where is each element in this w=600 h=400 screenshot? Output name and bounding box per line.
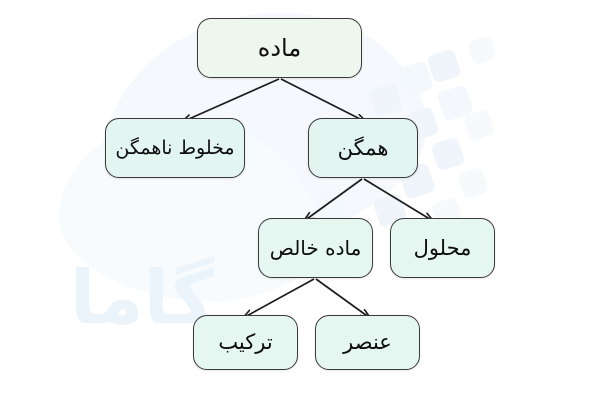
watermark-tile	[368, 82, 404, 118]
node-element[interactable]: عنصر	[315, 315, 420, 370]
node-label-pure-substance: ماده خالص	[269, 236, 362, 260]
node-solution[interactable]: محلول	[390, 218, 495, 278]
node-matter[interactable]: ماده	[197, 18, 362, 78]
node-homogeneous[interactable]: همگن	[308, 118, 418, 178]
node-label-solution: محلول	[413, 235, 472, 260]
edge-pure-compound	[243, 278, 315, 318]
edge-matter-homogeneous	[280, 78, 366, 122]
node-label-compound: ترکیب	[218, 330, 273, 354]
watermark-tile	[466, 34, 498, 66]
edge-pure-element	[315, 278, 370, 318]
watermark-tile	[462, 108, 496, 142]
node-label-heterogeneous-mixture: مخلوط ناهمگن	[115, 136, 235, 159]
edge-homogeneous-pure	[304, 178, 363, 221]
watermark-tile	[456, 166, 490, 200]
watermark-tile	[426, 48, 462, 84]
node-label-matter: ماده	[257, 34, 302, 62]
node-label-element: عنصر	[343, 330, 392, 354]
node-label-homogeneous: همگن	[337, 135, 389, 160]
edge-homogeneous-solution	[363, 178, 433, 221]
watermark-tile	[430, 136, 466, 172]
node-compound[interactable]: ترکیب	[193, 315, 298, 370]
watermark-tile	[436, 84, 474, 122]
watermark-tile	[396, 60, 434, 98]
node-pure-substance[interactable]: ماده خالص	[258, 218, 373, 278]
edge-matter-heterogeneous	[182, 78, 280, 122]
node-heterogeneous-mixture[interactable]: مخلوط ناهمگن	[105, 118, 245, 178]
